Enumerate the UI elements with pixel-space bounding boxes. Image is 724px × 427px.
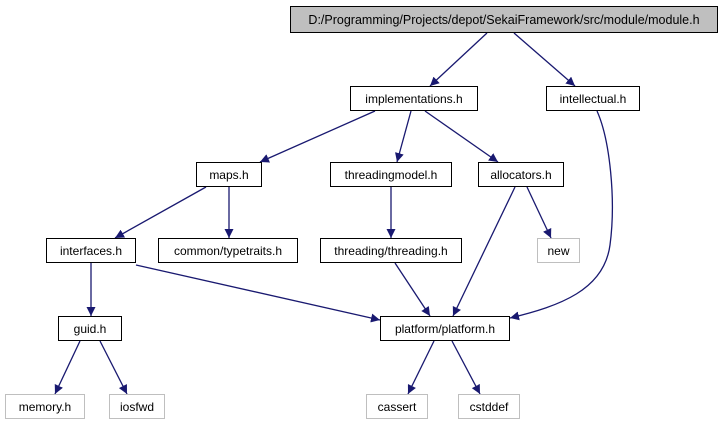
module-header-node[interactable]: D:/Programming/Projects/depot/SekaiFrame…	[290, 6, 718, 33]
edge-implementations-to-allocators	[424, 110, 499, 163]
iosfwd-system-header-node: iosfwd	[109, 394, 165, 419]
edge-platform-to-cassert	[407, 340, 435, 395]
implementations-header-node[interactable]: implementations.h	[350, 86, 478, 111]
edge-guid-to-iosfwd	[99, 340, 128, 395]
platform-header-node[interactable]: platform/platform.h	[380, 316, 510, 341]
memory-system-header-node: memory.h	[5, 394, 85, 419]
edge-root-to-intellectual	[513, 32, 576, 87]
edge-intellectual-to-platform	[509, 110, 613, 321]
edge-allocators-to-platform	[452, 186, 516, 317]
edge-root-to-implementations	[429, 32, 488, 87]
edge-implementations-to-maps	[259, 110, 376, 163]
cassert-system-header-node: cassert	[366, 394, 428, 419]
edge-interfaces-to-platform	[135, 264, 381, 323]
intellectual-header-node[interactable]: intellectual.h	[546, 86, 640, 111]
edge-maps-to-interfaces	[114, 186, 207, 239]
new-system-header-node: new	[537, 238, 580, 263]
allocators-header-node[interactable]: allocators.h	[478, 162, 564, 187]
threadingmodel-header-node[interactable]: threadingmodel.h	[330, 162, 452, 187]
cstddef-system-header-node: cstddef	[458, 394, 520, 419]
edge-platform-to-cstddef	[451, 340, 481, 395]
interfaces-header-node[interactable]: interfaces.h	[46, 238, 136, 263]
threading-header-node[interactable]: threading/threading.h	[320, 238, 462, 263]
typetraits-header-node[interactable]: common/typetraits.h	[158, 238, 298, 263]
dependency-edges	[54, 32, 613, 395]
maps-header-node[interactable]: maps.h	[196, 162, 262, 187]
edge-guid-to-memory	[54, 340, 81, 395]
edge-implementations-to-threadingmodel	[395, 110, 412, 163]
edge-threading-to-platform	[394, 262, 431, 317]
guid-header-node[interactable]: guid.h	[58, 316, 122, 341]
edge-allocators-to-new	[526, 186, 552, 239]
